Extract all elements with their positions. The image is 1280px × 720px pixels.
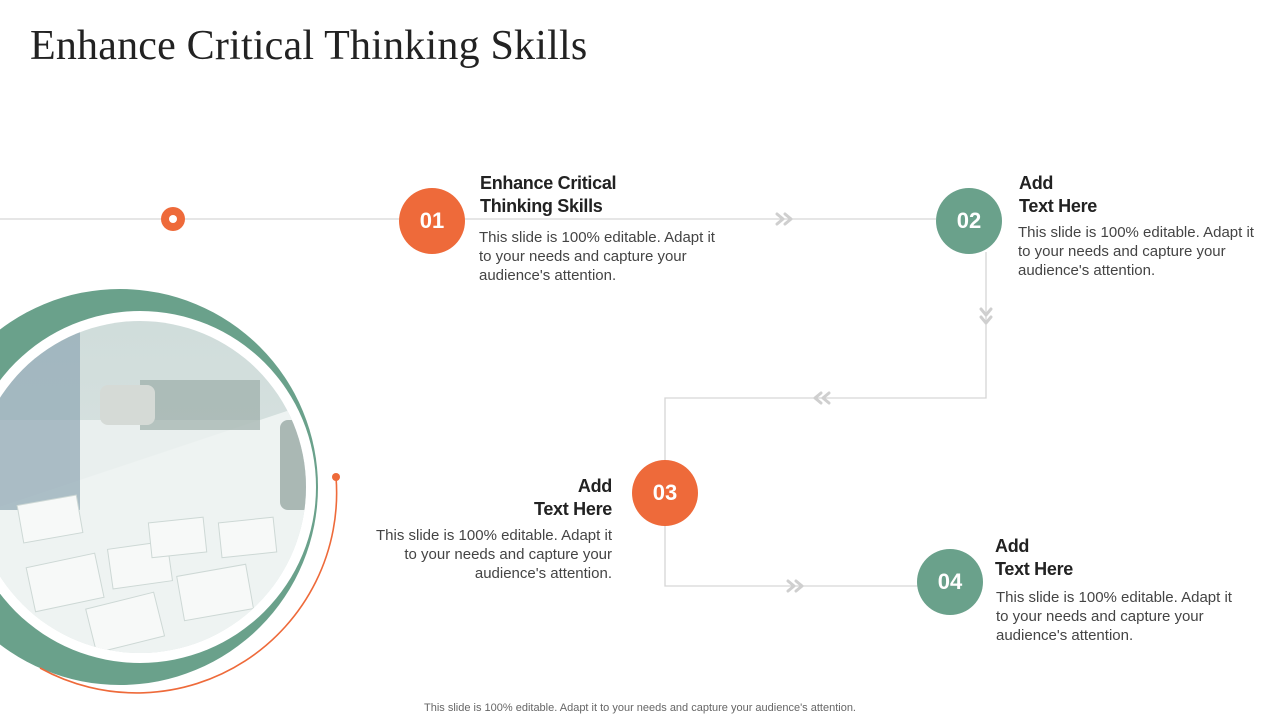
step-04-description: This slide is 100% editable. Adapt it to…: [996, 589, 1232, 644]
step-03-description: This slide is 100% editable. Adapt it to…: [376, 527, 612, 582]
chevron-down-icon: [979, 307, 993, 325]
chevron-left-icon: [813, 391, 831, 405]
chevron-right-icon: [786, 579, 804, 593]
orange-arc-dot: [332, 473, 340, 481]
step-04-title: Add Text Here: [995, 536, 1074, 579]
step-04-badge: 04: [917, 549, 983, 615]
photo-illustration: [0, 289, 340, 694]
chevron-right-icon: [775, 212, 793, 226]
step-02-badge: 02: [936, 188, 1002, 254]
step-03-badge: 03: [632, 460, 698, 526]
step-02-title: Add Text Here: [1019, 173, 1098, 216]
step-01-title: Enhance Critical Thinking Skills: [480, 173, 617, 216]
step-01-description: This slide is 100% editable. Adapt it to…: [479, 229, 715, 284]
start-marker: [161, 207, 185, 231]
step-02-description: This slide is 100% editable. Adapt it to…: [1018, 224, 1254, 279]
slide-title: Enhance Critical Thinking Skills: [30, 23, 588, 69]
footer-note: This slide is 100% editable. Adapt it to…: [424, 702, 856, 714]
orange-arc: [39, 476, 338, 694]
step-03-title: Add Text Here: [533, 476, 612, 519]
step-01-badge: 01: [399, 188, 465, 254]
